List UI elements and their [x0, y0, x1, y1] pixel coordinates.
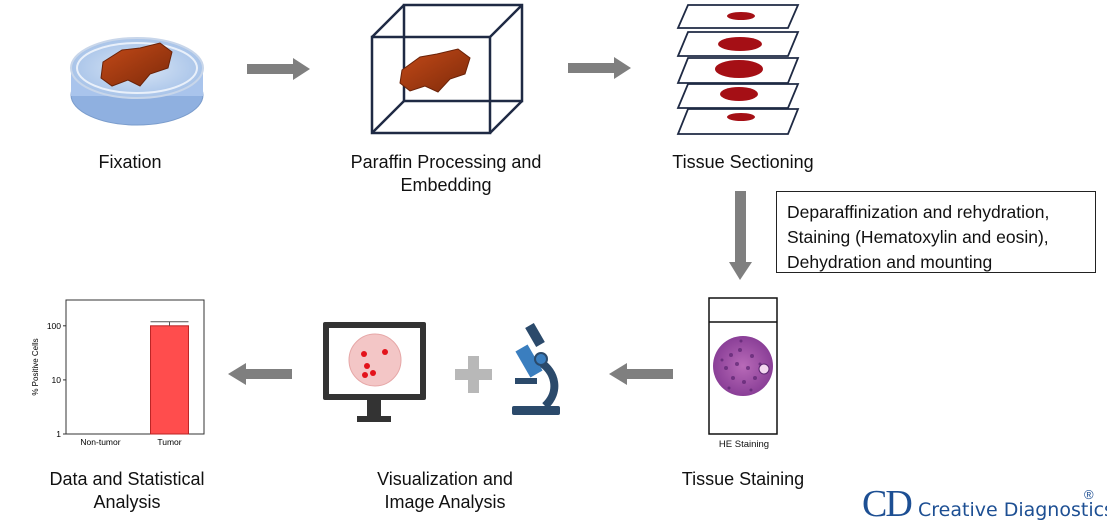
plus-icon: [455, 356, 492, 393]
note-line-1: Deparaffinization and rehydration,: [787, 202, 1050, 222]
label-fixation: Fixation: [98, 152, 162, 172]
microscope-icon: [512, 322, 560, 415]
y-tick-label: 100: [47, 321, 61, 331]
slide-label: HE Staining: [718, 439, 770, 450]
arrow-down: [729, 191, 752, 280]
note-line-3: Dehydration and mounting: [787, 252, 993, 272]
y-tick-label: 1: [56, 429, 61, 439]
label-staining: Tissue Staining: [681, 469, 805, 489]
error-bar: [150, 321, 189, 326]
staining-note: Deparaffinization and rehydration, Stain…: [776, 191, 1096, 273]
slides-icon: [676, 4, 800, 135]
y-tick-label: 10: [52, 375, 62, 385]
logo-registered-mark: ®: [1084, 487, 1094, 502]
stained-slide-icon: [708, 297, 778, 435]
logo-name: Creative Diagnostics: [918, 499, 1107, 521]
logo-mark: CD: [862, 483, 913, 525]
chart-ylabel: % Positive Cells: [31, 338, 40, 395]
bar-tumor: [150, 325, 189, 435]
petri-dish-icon: [70, 37, 204, 126]
label-sectioning: Tissue Sectioning: [672, 152, 814, 172]
monitor-icon: [323, 322, 426, 422]
note-line-2: Staining (Hematoxylin and eosin),: [787, 227, 1049, 247]
x-tick-label: Non-tumor: [80, 437, 120, 447]
x-tick-label: Tumor: [157, 437, 181, 447]
arrow-left-1: [609, 363, 673, 385]
arrow-left-2: [228, 363, 292, 385]
arrow-right-2: [568, 57, 631, 79]
arrow-right-1: [247, 58, 310, 80]
paraffin-block-icon: [370, 3, 524, 135]
